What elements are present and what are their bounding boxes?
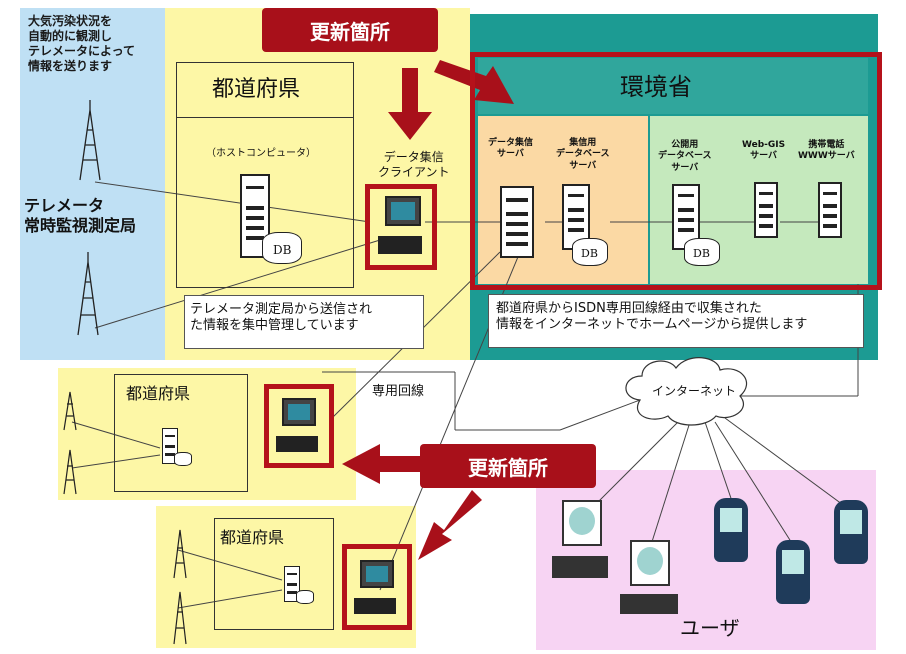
prefecture-2-client-highlight	[264, 384, 334, 468]
mobile-phone-icon	[714, 498, 748, 562]
client-label: データ集信 クライアント	[378, 150, 450, 179]
client-highlight	[365, 184, 437, 270]
host-computer-label: （ホストコンピュータ）	[206, 148, 316, 159]
ministry-header	[478, 58, 868, 114]
ministry-title: 環境省	[620, 73, 692, 101]
db-cylinder-icon: DB	[262, 232, 302, 264]
prefecture-2-zone	[58, 368, 356, 500]
client-keyboard-icon	[378, 236, 422, 254]
prefecture-2-title: 都道府県	[126, 384, 191, 403]
prefecture-2-keyboard-icon	[276, 436, 318, 452]
internet-cloud-icon	[625, 357, 747, 426]
prefecture-3-keyboard-icon	[354, 598, 396, 614]
server-label-collection-db: 集信用 データベース サーバ	[556, 138, 610, 171]
update-callout-top: 更新箇所	[262, 8, 438, 52]
red-arrows	[342, 60, 514, 560]
server-label-mobile-www: 携帯電話 WWWサーバ	[798, 140, 855, 162]
users-label: ユーザ	[680, 616, 740, 640]
telemeter-station-label: テレメータ 常時監視測定局	[24, 196, 137, 235]
prefecture-3-db-icon	[296, 590, 314, 604]
internet-label: インターネット	[652, 384, 737, 398]
user-pc-keyboard-icon	[552, 556, 608, 578]
ministry-note: 都道府県からISDN専用回線経由で収集された 情報をインターネットでホームページ…	[496, 301, 808, 333]
user-pc-2-keyboard-icon	[620, 594, 678, 614]
antenna-icon	[77, 100, 101, 336]
prefecture-2-db-icon	[174, 452, 192, 466]
telemeter-caption: 大気汚染状況を 自動的に観測し テレメータによって 情報を送ります	[28, 14, 136, 73]
user-pc-2-icon	[630, 540, 670, 586]
update-callout-bottom: 更新箇所	[420, 444, 596, 488]
central-note-box	[184, 295, 424, 349]
collection-db-cylinder-icon: DB	[572, 238, 608, 266]
data-collection-server-icon	[500, 186, 534, 258]
mobile-phone-3-icon	[834, 500, 868, 564]
public-db-cylinder-icon: DB	[684, 238, 720, 266]
prefecture-3-title: 都道府県	[220, 528, 285, 547]
prefecture-main-title-box	[176, 62, 354, 118]
central-note: テレメータ測定局から送信され た情報を集中管理しています	[190, 302, 373, 334]
telemeter-zone	[20, 8, 165, 360]
prefecture-main-title: 都道府県	[212, 77, 301, 102]
webgis-server-icon	[754, 182, 778, 238]
server-label-webgis: Web-GIS サーバ	[742, 140, 786, 162]
ministry-note-box	[488, 294, 864, 348]
user-pc-icon	[562, 500, 602, 546]
prefecture-3-box	[214, 518, 334, 630]
client-computer-icon	[385, 196, 421, 226]
prefecture-2-box	[114, 374, 248, 492]
mobile-phone-2-icon	[776, 540, 810, 604]
leased-line-label: 専用回線	[372, 384, 425, 399]
prefecture-2-computer-icon	[282, 398, 316, 426]
server-label-public-db: 公開用 データベース サーバ	[658, 140, 712, 173]
server-label-data-collection: データ集信 サーバ	[488, 138, 534, 160]
ministry-highlight	[470, 52, 882, 290]
prefecture-3-client-highlight	[342, 544, 412, 630]
prefecture-3-computer-icon	[360, 560, 394, 588]
mobile-www-server-icon	[818, 182, 842, 238]
